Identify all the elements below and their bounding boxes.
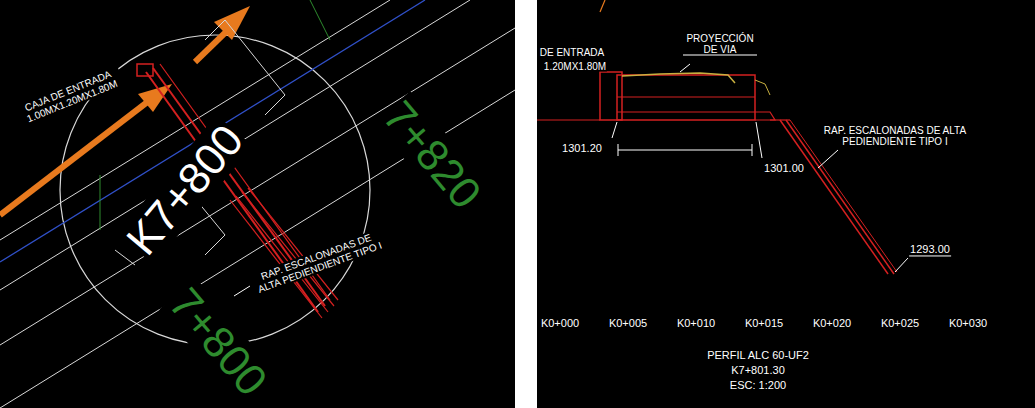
annotation-label: 1293.00 (909, 243, 951, 256)
annotation-label: K0+010 (676, 317, 716, 329)
annotation-label: K0+000 (540, 317, 580, 329)
annotation-label: K0+015 (744, 317, 784, 329)
annotation-label: PROYECCIÓN DE VIA (683, 33, 757, 56)
annotation-label: K0+030 (948, 317, 988, 329)
annotation-label: 1.20MX1.80M (543, 61, 607, 72)
annotation-label: K0+005 (608, 317, 648, 329)
annotation-label: K7+801.30 (730, 364, 786, 376)
annotation-label: 1301.00 (763, 162, 805, 174)
annotation-label: 1301.20 (561, 142, 603, 154)
annotation-label: RAP. ESCALONADAS DE ALTA PEDIENDIENTE TI… (819, 125, 971, 147)
annotation-label: DE ENTRADA (539, 47, 605, 58)
annotation-label: ESC: 1:200 (729, 379, 787, 391)
annotation-label: PERFIL ALC 60-UF2 (706, 349, 810, 361)
annotation-label: K0+025 (880, 317, 920, 329)
profile-panel (537, 0, 1035, 408)
plan-view (0, 0, 515, 408)
annotation-label: K0+020 (812, 317, 852, 329)
